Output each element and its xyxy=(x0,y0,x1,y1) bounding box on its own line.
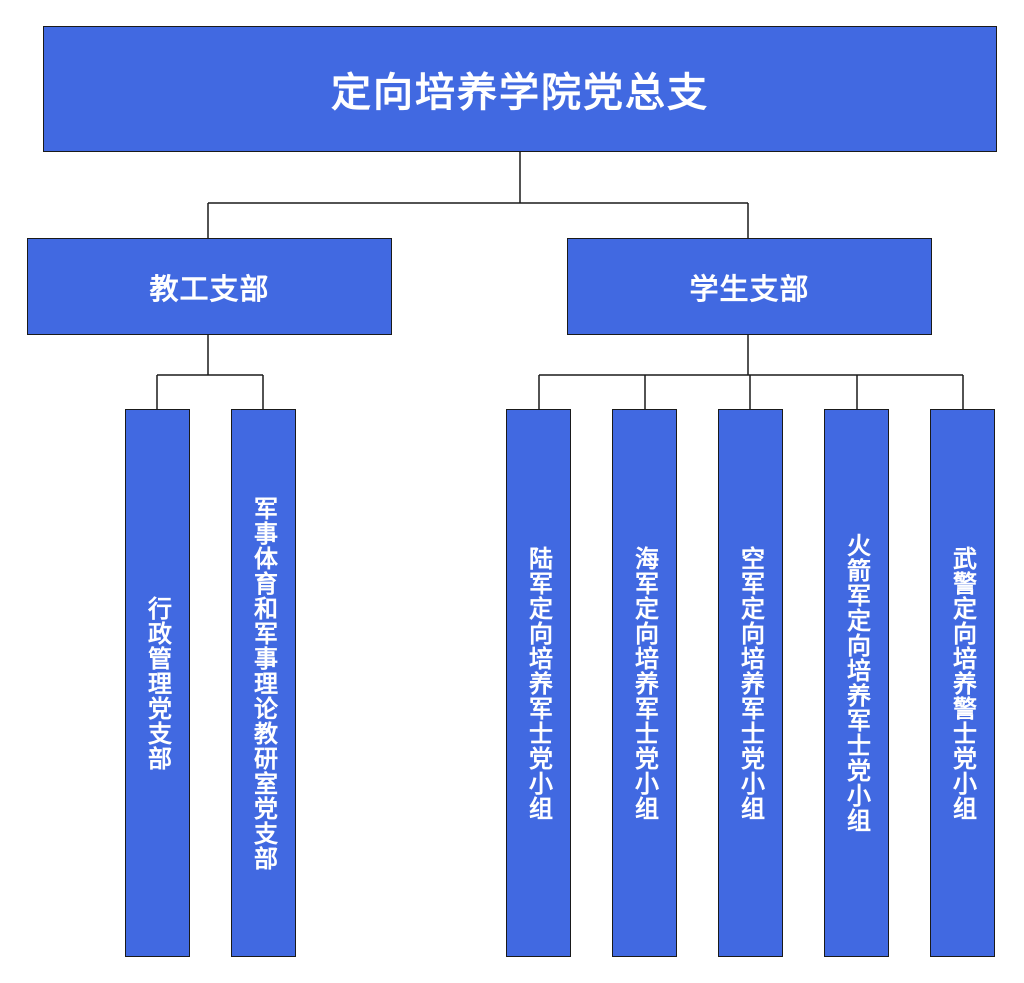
left-branch-connector xyxy=(156,335,264,409)
root-node-label: 定向培养学院党总支 xyxy=(331,69,709,116)
leaf-node-administration-label: 行政管理党支部 xyxy=(143,595,173,771)
leaf-node-military-pe-theory: 军事体育和军事理论教研室党支部 xyxy=(231,409,296,957)
leaf-node-rocket-force-label: 火箭军定向培养军士党小组 xyxy=(842,533,872,833)
leaf-node-army-label: 陆军定向培养军士党小组 xyxy=(524,545,554,821)
leaf-node-armed-police: 武警定向培养警士党小组 xyxy=(930,409,995,957)
branch-node-faculty-label: 教工支部 xyxy=(149,271,270,306)
leaf-node-air-force-label: 空军定向培养军士党小组 xyxy=(736,545,766,821)
leaf-node-navy-label: 海军定向培养军士党小组 xyxy=(630,545,660,821)
leaf-node-navy: 海军定向培养军士党小组 xyxy=(612,409,677,957)
root-node: 定向培养学院党总支 xyxy=(43,26,997,152)
branch-node-faculty: 教工支部 xyxy=(27,238,392,335)
branch-node-student: 学生支部 xyxy=(567,238,932,335)
leaf-node-air-force: 空军定向培养军士党小组 xyxy=(718,409,783,957)
leaf-node-army: 陆军定向培养军士党小组 xyxy=(506,409,571,957)
leaf-node-administration: 行政管理党支部 xyxy=(125,409,190,957)
leaf-node-rocket-force: 火箭军定向培养军士党小组 xyxy=(824,409,889,957)
branch-node-student-label: 学生支部 xyxy=(689,271,810,306)
leaf-node-military-pe-theory-label: 军事体育和军事理论教研室党支部 xyxy=(249,495,279,871)
leaf-node-armed-police-label: 武警定向培养警士党小组 xyxy=(948,545,978,821)
root-connector xyxy=(207,152,749,238)
right-branch-connector xyxy=(538,335,964,409)
